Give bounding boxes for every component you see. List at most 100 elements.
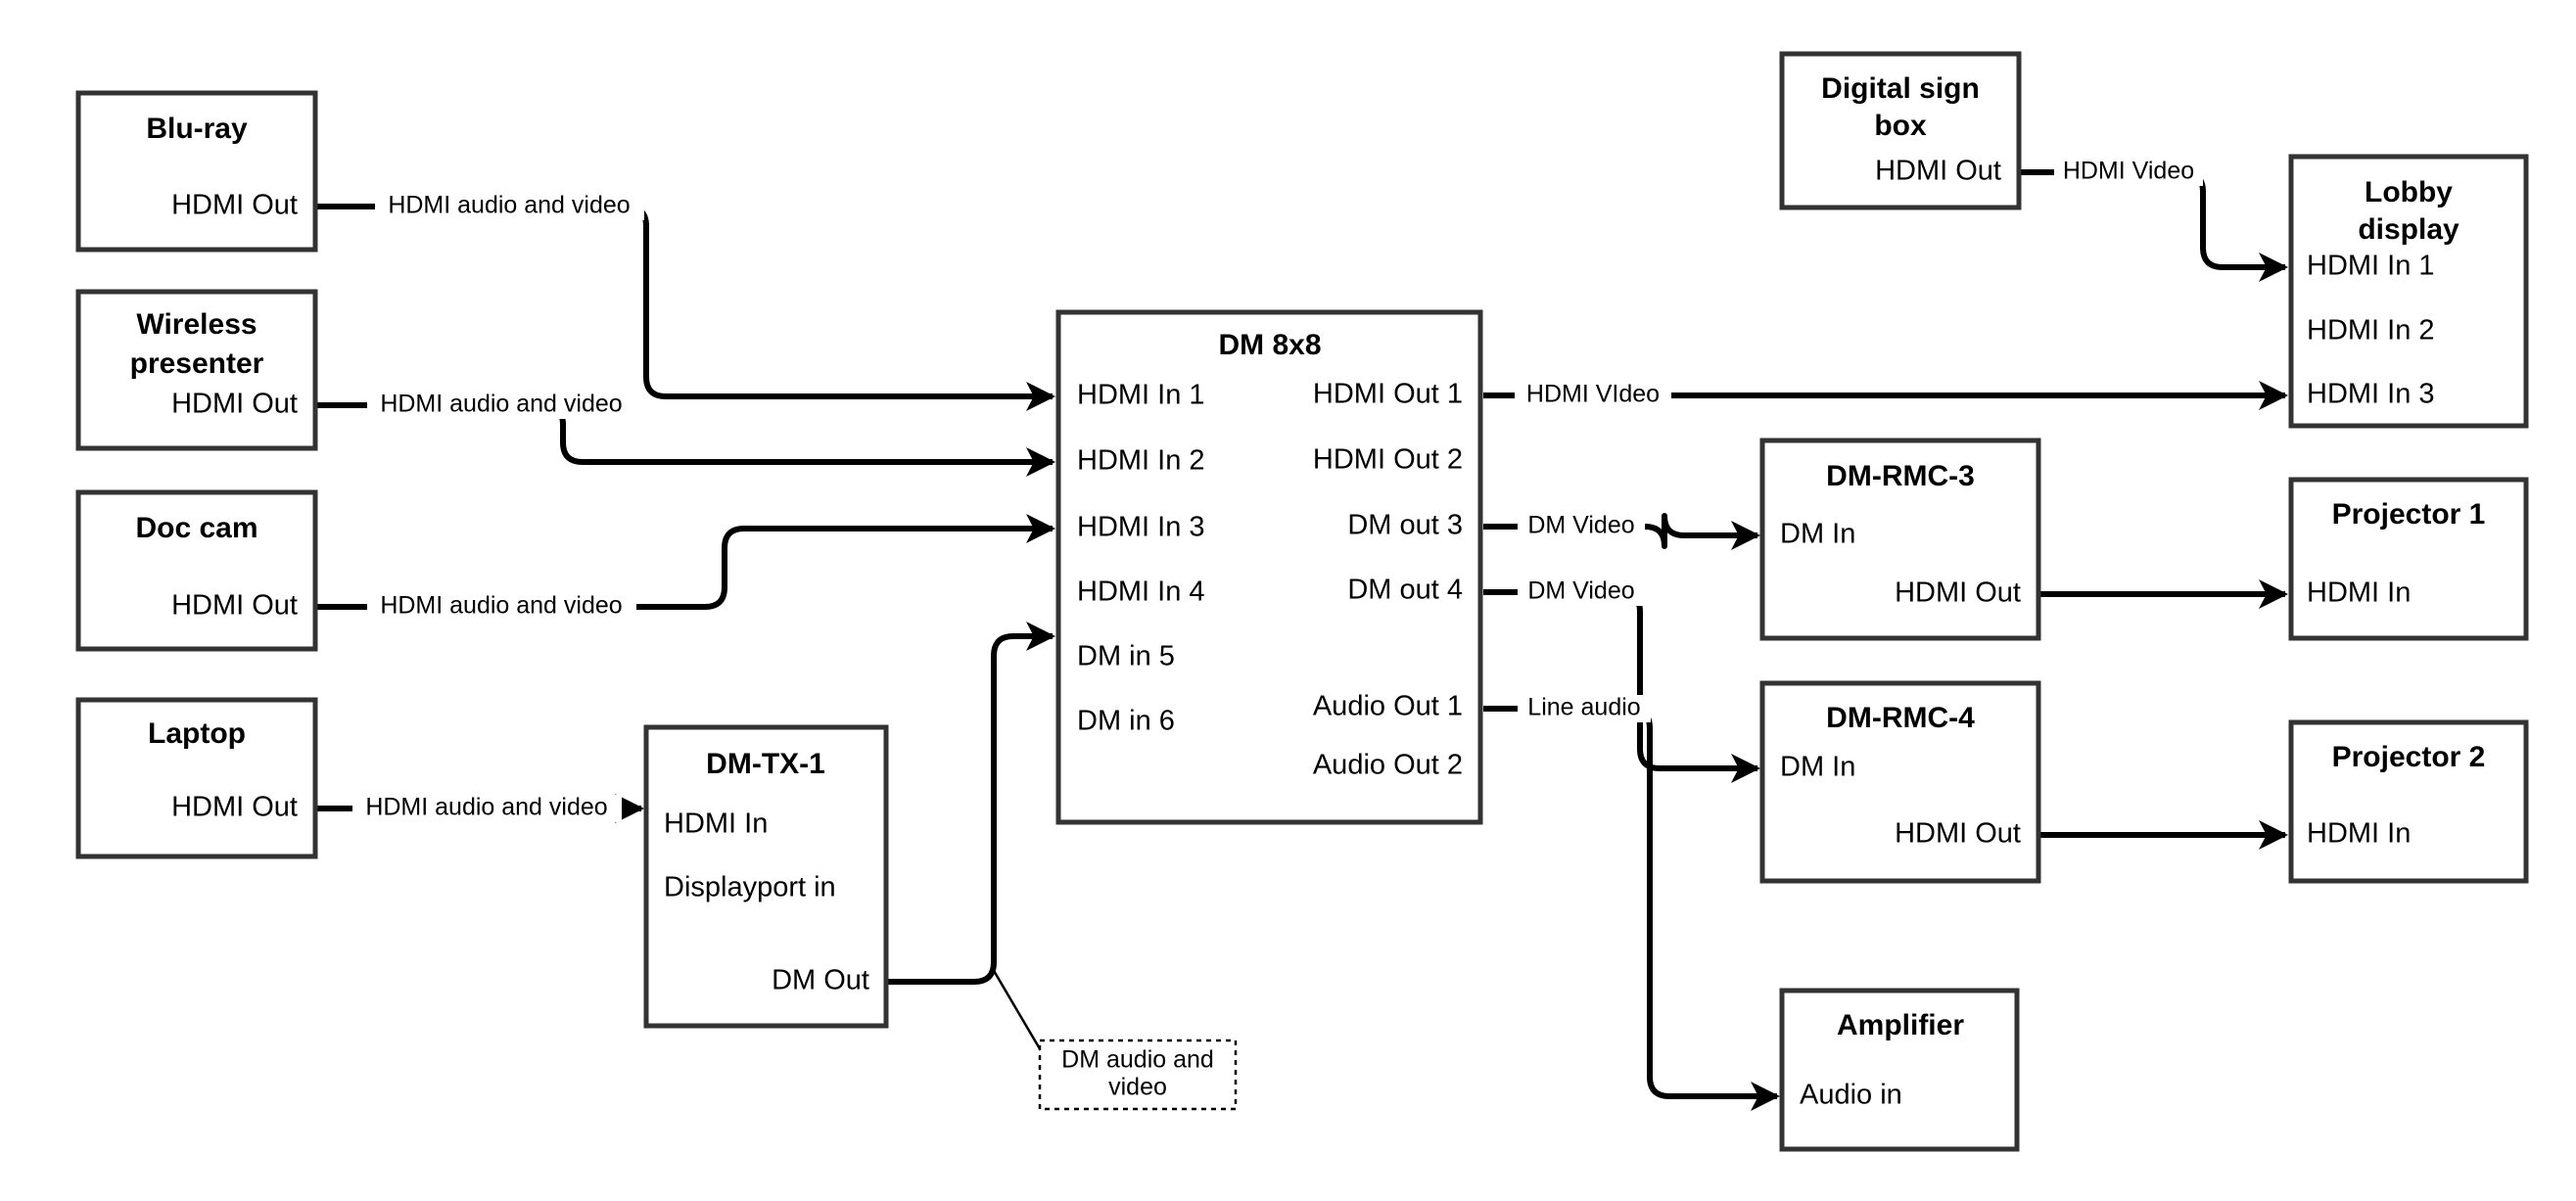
edge-label-bg-3 bbox=[367, 593, 636, 621]
amplifier-box[interactable] bbox=[1779, 988, 2020, 1152]
node-digital-sign-box[interactable]: Digital sign box HDMI Out bbox=[1779, 51, 2022, 210]
node-dm-tx-1[interactable]: DM-TX-1 HDMI In Displayport in DM Out bbox=[643, 724, 889, 1029]
doc-cam-port-hdmi-out: HDMI Out bbox=[171, 590, 298, 622]
dm-8x8-input-hdmi-in-2: HDMI In 2 bbox=[1077, 445, 1205, 477]
amplifier-port-audio-in: Audio in bbox=[1800, 1080, 1902, 1111]
edge-label-dmout3-to-rmc3: DM Video bbox=[1527, 512, 1634, 539]
lobby-display-input-hdmi-in-1: HDMI In 1 bbox=[2307, 251, 2435, 282]
dm-8x8-output-audio-out-2: Audio Out 2 bbox=[1313, 750, 1463, 781]
dm-tx-1-box[interactable] bbox=[643, 724, 889, 1029]
wireless-presenter-port-hdmi-out: HDMI Out bbox=[171, 389, 298, 420]
edge-label-bluray-to-dm: HDMI audio and video bbox=[388, 192, 630, 219]
dm-8x8-output-dm-out-3: DM out 3 bbox=[1347, 510, 1463, 541]
dm-8x8-input-dm-in-5: DM in 5 bbox=[1077, 641, 1175, 672]
edge-label-bg-8 bbox=[1518, 578, 1645, 606]
note-dm-audio-and-video: DM audio and video bbox=[1038, 1039, 1238, 1111]
lobby-display-box[interactable] bbox=[2288, 154, 2529, 429]
dm-audio-video-note-line1: DM audio and bbox=[1061, 1046, 1214, 1074]
dm-tx-1-title: DM-TX-1 bbox=[706, 748, 825, 780]
dm-8x8-input-hdmi-in-4: HDMI In 4 bbox=[1077, 577, 1205, 608]
amplifier-title: Amplifier bbox=[1837, 1009, 1964, 1041]
edge-label-bg-7 bbox=[1518, 513, 1645, 540]
digital-sign-box-box[interactable] bbox=[1779, 51, 2022, 210]
edge-label-bg-1 bbox=[375, 193, 644, 220]
bluray-port-hdmi-out: HDMI Out bbox=[171, 190, 298, 221]
dm-tx-1-port-dm-out: DM Out bbox=[772, 965, 869, 996]
dm-tx-1-port-displayport-in: Displayport in bbox=[664, 872, 836, 903]
edge-label-dmout4-to-rmc4: DM Video bbox=[1527, 577, 1634, 605]
dm-8x8-input-hdmi-in-3: HDMI In 3 bbox=[1077, 512, 1205, 543]
projector-1-box[interactable] bbox=[2288, 477, 2529, 641]
dm-8x8-input-dm-in-6: DM in 6 bbox=[1077, 706, 1175, 737]
dm-rmc-4-port-dm-in: DM In bbox=[1780, 752, 1855, 783]
edge-label-laptop-to-dmtx1: HDMI audio and video bbox=[365, 794, 607, 821]
wireless-presenter-title-line1: Wireless bbox=[136, 308, 257, 341]
dm-8x8-output-audio-out-1: Audio Out 1 bbox=[1313, 691, 1463, 722]
edge-label-bg-6 bbox=[1515, 382, 1671, 409]
node-dm-8x8[interactable]: DM 8x8 HDMI In 1 HDMI In 2 HDMI In 3 HDM… bbox=[1055, 309, 1483, 825]
bluray-title: Blu-ray bbox=[146, 113, 248, 145]
link-bluray-to-dm8x8 bbox=[315, 204, 1055, 411]
edge-label-bg-4 bbox=[352, 795, 622, 822]
dm-rmc-3-port-hdmi-out: HDMI Out bbox=[1895, 577, 2021, 609]
node-dm-rmc-3[interactable]: DM-RMC-3 DM In HDMI Out bbox=[1759, 438, 2041, 641]
node-laptop[interactable]: Laptop HDMI Out bbox=[75, 697, 318, 859]
doc-cam-box[interactable] bbox=[75, 489, 318, 652]
dm-8x8-output-hdmi-out-1: HDMI Out 1 bbox=[1313, 379, 1463, 410]
projector-1-port-hdmi-in: HDMI In bbox=[2307, 577, 2411, 609]
doc-cam-title: Doc cam bbox=[135, 512, 258, 544]
dm-audio-video-note-line2: video bbox=[1108, 1074, 1167, 1101]
dm-8x8-output-hdmi-out-2: HDMI Out 2 bbox=[1313, 444, 1463, 476]
dm-rmc-4-title: DM-RMC-4 bbox=[1826, 702, 1975, 734]
projector-2-title: Projector 2 bbox=[2332, 741, 2486, 773]
dm-rmc-4-box[interactable] bbox=[1759, 680, 2041, 884]
lobby-display-title-line2: display bbox=[2358, 213, 2459, 246]
node-projector-2[interactable]: Projector 2 HDMI In bbox=[2288, 719, 2529, 884]
laptop-port-hdmi-out: HDMI Out bbox=[171, 792, 298, 823]
edge-label-audioout1-to-amp: Line audio bbox=[1527, 694, 1640, 721]
node-projector-1[interactable]: Projector 1 HDMI In bbox=[2288, 477, 2529, 641]
node-wireless-presenter[interactable]: Wireless presenter HDMI Out bbox=[75, 289, 318, 451]
edge-label-bg-2 bbox=[367, 392, 636, 419]
lobby-display-input-hdmi-in-2: HDMI In 2 bbox=[2307, 315, 2435, 346]
edge-label-bg-5 bbox=[2054, 159, 2203, 186]
dm-8x8-title: DM 8x8 bbox=[1218, 329, 1321, 361]
node-doc-cam[interactable]: Doc cam HDMI Out bbox=[75, 489, 318, 652]
dm-8x8-output-dm-out-4: DM out 4 bbox=[1347, 575, 1463, 606]
laptop-title: Laptop bbox=[148, 717, 246, 750]
link-dm8x8-dmout4-to-rmc4 bbox=[1483, 589, 1760, 783]
edge-label-digitalsign-to-lobby: HDMI Video bbox=[2063, 158, 2194, 185]
dm-rmc-3-box[interactable] bbox=[1759, 438, 2041, 641]
dm-rmc-4-port-hdmi-out: HDMI Out bbox=[1895, 818, 2021, 850]
bluray-box[interactable] bbox=[75, 90, 318, 253]
edge-label-doccam-to-dm: HDMI audio and video bbox=[380, 592, 622, 620]
node-dm-rmc-4[interactable]: DM-RMC-4 DM In HDMI Out bbox=[1759, 680, 2041, 884]
dm-8x8-box[interactable] bbox=[1055, 309, 1483, 825]
digital-sign-box-port-hdmi-out: HDMI Out bbox=[1875, 156, 2001, 187]
link-dmtx1-to-dm8x8 bbox=[886, 622, 1055, 985]
node-bluray[interactable]: Blu-ray HDMI Out bbox=[75, 90, 318, 253]
digital-sign-box-title-line2: box bbox=[1874, 110, 1927, 142]
laptop-box[interactable] bbox=[75, 697, 318, 859]
node-lobby-display[interactable]: Lobby display HDMI In 1 HDMI In 2 HDMI I… bbox=[2288, 154, 2529, 429]
node-amplifier[interactable]: Amplifier Audio in bbox=[1779, 988, 2020, 1152]
projector-1-title: Projector 1 bbox=[2332, 498, 2486, 531]
lobby-display-input-hdmi-in-3: HDMI In 3 bbox=[2307, 379, 2435, 410]
lobby-display-title-line1: Lobby bbox=[2365, 176, 2453, 208]
edge-label-wireless-to-dm: HDMI audio and video bbox=[380, 391, 622, 418]
edge-label-bg-9 bbox=[1518, 695, 1651, 722]
link-dm8x8-dmout3-to-rmc3 bbox=[1483, 513, 1760, 550]
edge-label-dm-hdmiout1-to-lobby: HDMI VIdeo bbox=[1526, 381, 1660, 408]
dm-audio-video-note-box bbox=[1038, 1039, 1238, 1111]
projector-2-port-hdmi-in: HDMI In bbox=[2307, 818, 2411, 850]
dm-8x8-input-hdmi-in-1: HDMI In 1 bbox=[1077, 380, 1205, 411]
dm-rmc-3-port-dm-in: DM In bbox=[1780, 519, 1855, 550]
wireless-presenter-box[interactable] bbox=[75, 289, 318, 451]
digital-sign-box-title-line1: Digital sign bbox=[1821, 72, 1980, 105]
leader-dm-audio-video-note bbox=[991, 968, 1044, 1053]
projector-2-box[interactable] bbox=[2288, 719, 2529, 884]
wireless-presenter-title-line2: presenter bbox=[130, 347, 264, 380]
dm-tx-1-port-hdmi-in: HDMI In bbox=[664, 808, 768, 840]
